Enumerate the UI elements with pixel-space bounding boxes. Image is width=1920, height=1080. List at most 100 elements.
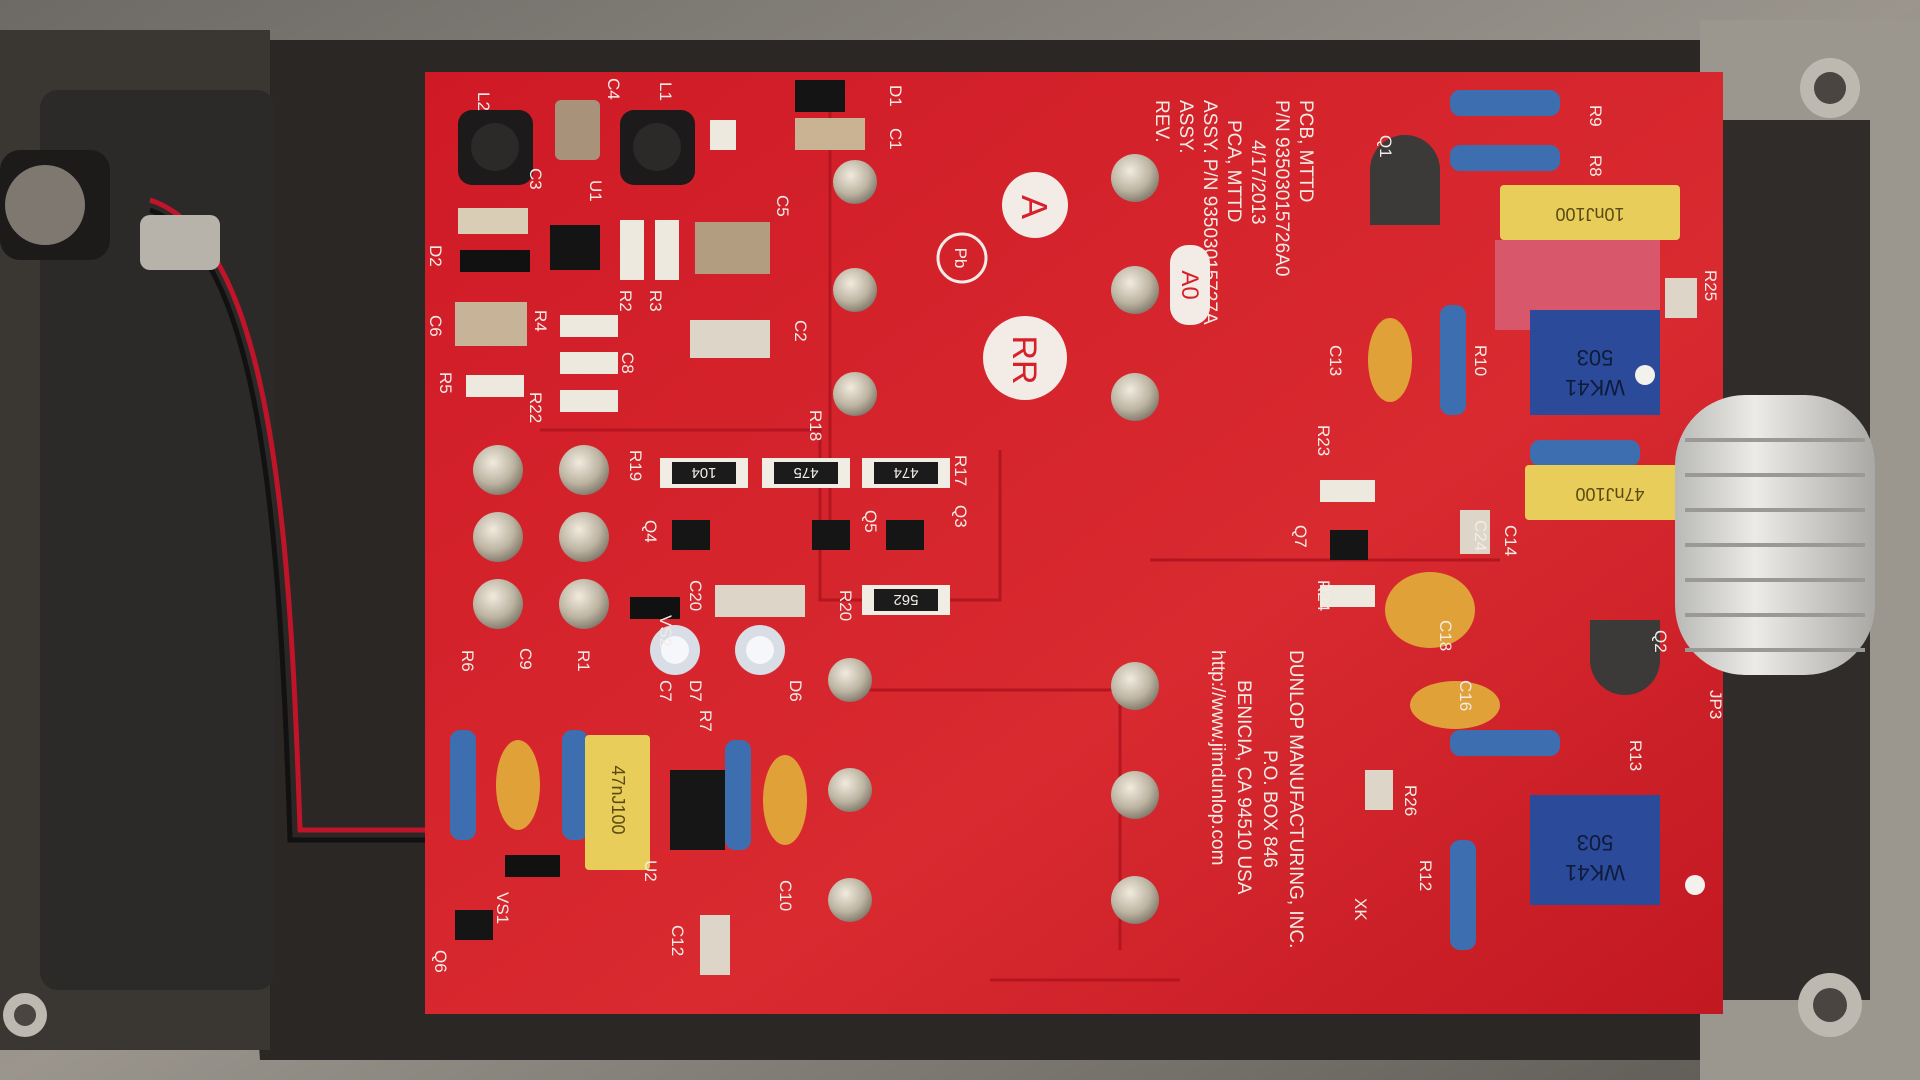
refdes-q1: Q1 (1376, 135, 1395, 158)
brand-mark: XK (1351, 898, 1370, 921)
film-cap-c14: 47nJ100 (1525, 465, 1695, 520)
refdes-c7: C7 (656, 680, 675, 702)
refdes-r18: R18 (806, 410, 825, 441)
switch-pads (473, 154, 1159, 924)
code-r17: 474 (893, 464, 918, 481)
code-r18: 475 (793, 464, 818, 481)
pcb-line-5: ASSY. P/N 93503015727A (1199, 100, 1220, 325)
screw-bottom-left (3, 993, 47, 1037)
screw-top-right (1800, 58, 1860, 118)
refdes-r22: R22 (526, 392, 545, 423)
ic-u1 (550, 225, 600, 270)
refdes-u2: U2 (641, 860, 660, 882)
refdes-r1: R1 (574, 650, 593, 672)
cap-c14-label: 47nJ100 (1575, 484, 1644, 504)
refdes-c8: C8 (618, 352, 637, 374)
led-d7 (650, 625, 700, 675)
refdes-r23: R23 (1314, 425, 1333, 456)
pcb-line-6: ASSY. (1175, 100, 1196, 154)
foam-pad (40, 90, 275, 990)
refdes-c6: C6 (426, 315, 445, 337)
refdes-r5: R5 (436, 372, 455, 394)
smd-resistor-r19: 104 (660, 458, 748, 488)
refdes-r7: R7 (696, 710, 715, 732)
rev-badge-text: A0 (1176, 270, 1203, 299)
pcb-line-2: P/N 93503015726A0 (1271, 100, 1292, 276)
inductor-l2 (458, 110, 533, 185)
pcb-traces (540, 110, 1500, 982)
smd-parts (455, 80, 1697, 975)
trimpot-r25: 503 WK41 (1530, 310, 1660, 415)
pcb-line-3: 4/17/2013 (1247, 140, 1268, 225)
transistors-smd (455, 520, 1368, 940)
refdes-l2: L2 (474, 92, 493, 111)
pot-r25-code: WK41 (1565, 375, 1625, 400)
trimpot-r12: 503 WK41 (1530, 795, 1705, 905)
refdes-vs2: VS2 (656, 615, 675, 647)
refdes-d7: D7 (686, 680, 705, 702)
refdes-r4: R4 (531, 310, 550, 332)
pb-free-mark: Pb (936, 232, 988, 284)
axial-resistors (450, 90, 1640, 950)
rev-badge: A0 (1170, 245, 1210, 325)
mfg-line-3: BENICIA, CA 94510 USA (1233, 680, 1254, 895)
refdes-r26: R26 (1401, 785, 1420, 816)
refdes-r9: R9 (1586, 105, 1605, 127)
refdes-r6: R6 (458, 650, 477, 672)
pcb-info-block: PCB, MTTD P/N 93503015726A0 4/17/2013 PC… (1151, 100, 1316, 325)
refdes-r10: R10 (1471, 345, 1490, 376)
coiled-wire (1675, 395, 1875, 675)
refdes-c2: C2 (791, 320, 810, 342)
refdes-c20: C20 (686, 580, 705, 611)
refdes-c24: C24 (1471, 520, 1490, 551)
refdes-r8: R8 (1586, 155, 1605, 177)
refdes-d2: D2 (426, 245, 445, 267)
code-r20: 562 (893, 591, 918, 608)
pot-r12-value: 503 (1577, 830, 1614, 855)
film-cap-c12: 10nJ100 (1500, 185, 1680, 240)
refdes-c16: C16 (1456, 680, 1475, 711)
smd-resistor-r18: 475 (762, 458, 850, 488)
film-cap-c7: 47nJ100 (585, 735, 650, 870)
smd-resistor-r20: 562 (862, 585, 950, 615)
pot-r25-value: 503 (1577, 345, 1614, 370)
refdes-c1: C1 (886, 128, 905, 150)
refdes-d1: D1 (886, 85, 905, 107)
refdes-r19: R19 (626, 450, 645, 481)
refdes-r20: R20 (836, 590, 855, 621)
led-d6 (735, 625, 785, 675)
refdes-c14: C14 (1501, 525, 1520, 556)
refdes-c13: C13 (1326, 345, 1345, 376)
refdes-q6: Q6 (431, 950, 450, 973)
refdes-vs1: VS1 (493, 892, 512, 924)
pb-text: Pb (951, 248, 970, 269)
pcb-line-4: PCA, MTTD (1223, 120, 1244, 222)
refdes-c4: C4 (604, 78, 623, 100)
refdes-q4: Q4 (641, 520, 660, 543)
pcb-line-7: REV. (1151, 100, 1172, 143)
transistor-q2 (1590, 620, 1660, 695)
refdes-q7: Q7 (1291, 525, 1310, 548)
cap-c12-label: 10nJ100 (1555, 204, 1624, 224)
badge-rr: RR (983, 316, 1067, 400)
refdes-c18: C18 (1436, 620, 1455, 651)
refdes-r13: R13 (1626, 740, 1645, 771)
pcb-line-1: PCB, MTTD (1295, 100, 1316, 202)
code-r19: 104 (691, 464, 716, 481)
refdes-r25: R25 (1701, 270, 1720, 301)
refdes-q3: Q3 (951, 505, 970, 528)
refdes-q2: Q2 (1651, 630, 1670, 653)
refdes-c10: C10 (776, 880, 795, 911)
inductor-l1 (620, 110, 695, 185)
cap-c7-label: 47nJ100 (608, 765, 628, 834)
refdes-c12: C12 (668, 925, 687, 956)
transistor-q1 (1370, 135, 1440, 225)
mfg-line-2: P.O. BOX 846 (1259, 750, 1280, 868)
mfg-line-4: http://www.jimdunlop.com (1207, 650, 1228, 865)
manufacturer-block: DUNLOP MANUFACTURING, INC. P.O. BOX 846 … (1207, 650, 1306, 948)
refdes-l1: L1 (656, 82, 675, 101)
refdes-r3: R3 (646, 290, 665, 312)
refdes-c9: C9 (516, 648, 535, 670)
